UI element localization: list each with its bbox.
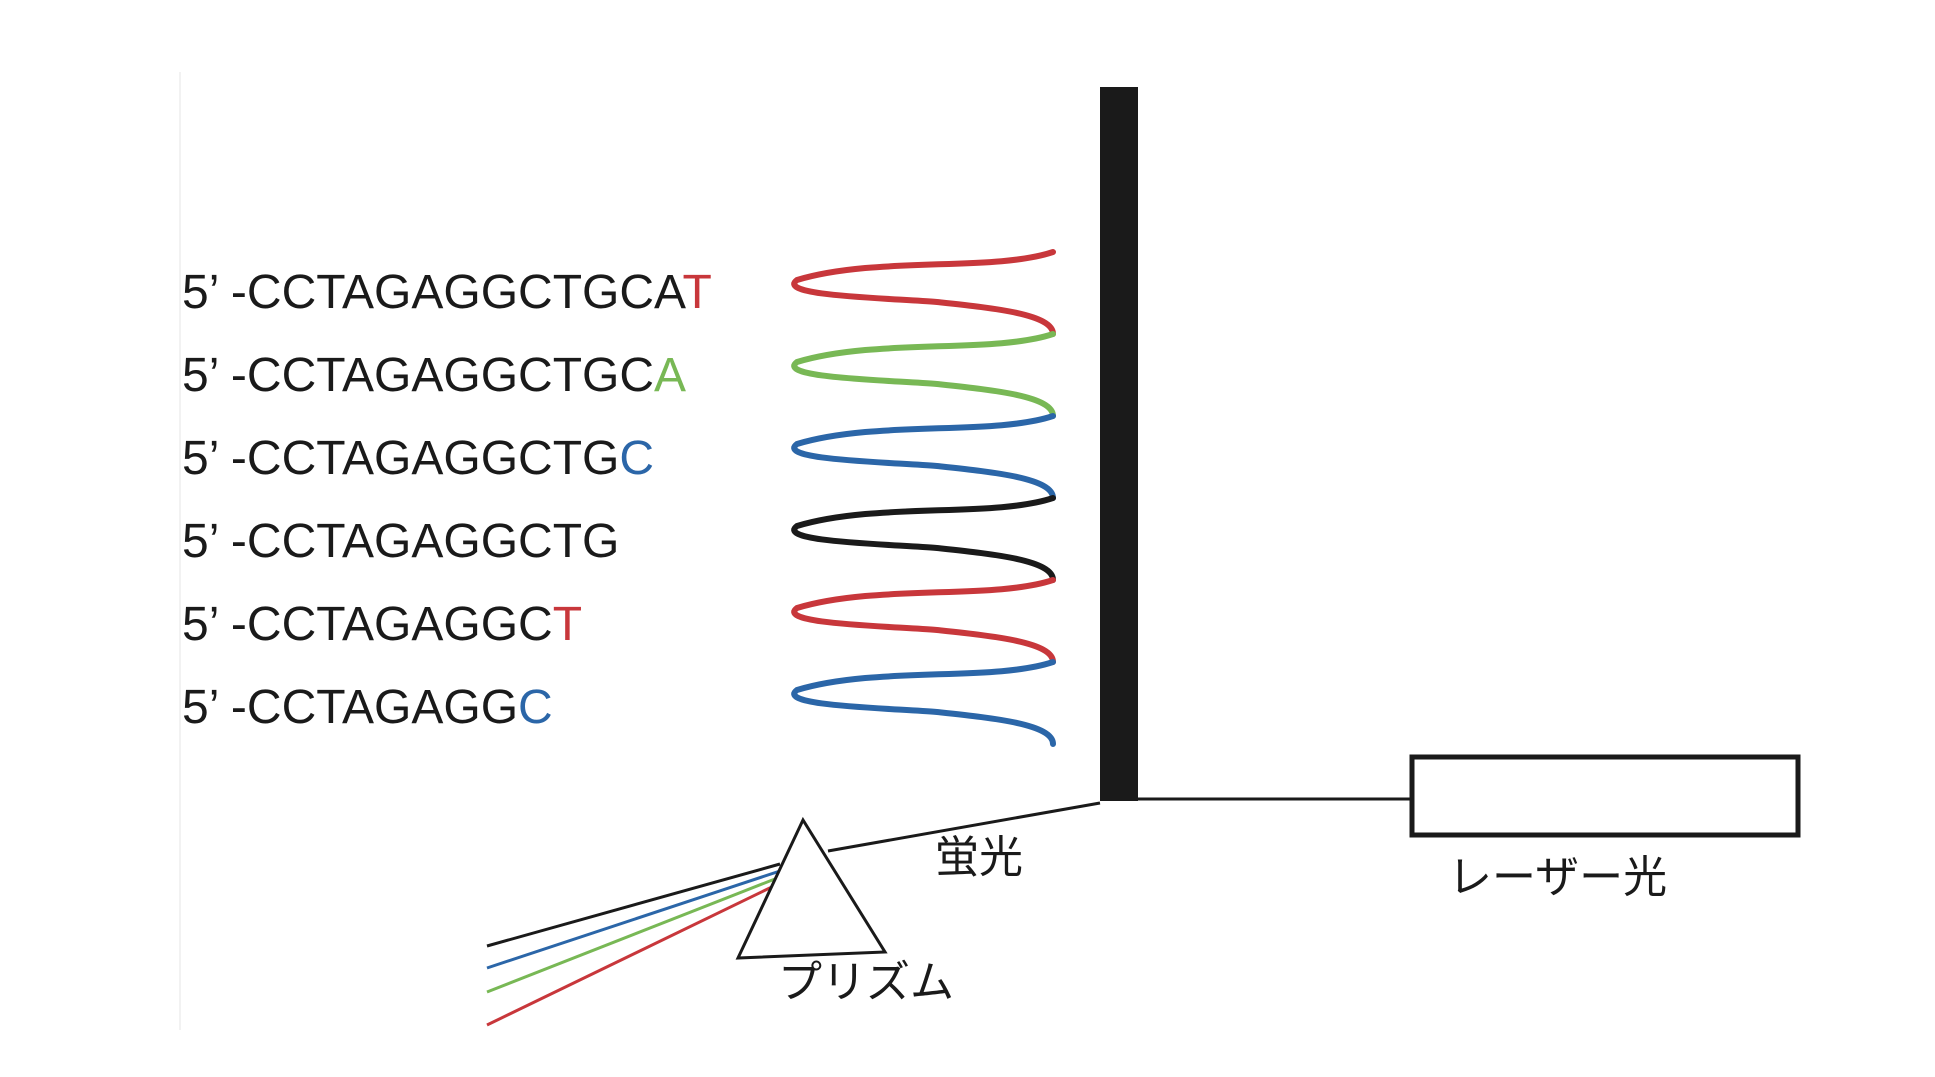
sequence-row: 5’ -CCTAGAGGC	[182, 681, 553, 734]
wave-segment	[791, 249, 1056, 337]
prism-label: プリズム	[778, 957, 954, 1008]
sequence-prefix: 5’ -CCTAGAGGC	[182, 598, 553, 651]
sequence-prefix: 5’ -CCTAGAGG	[182, 681, 518, 734]
sequence-last-base: A	[654, 349, 686, 402]
wave-segment	[791, 413, 1056, 501]
sequence-row: 5’ -CCTAGAGGCT	[182, 598, 582, 651]
sequence-last-base: G	[582, 515, 619, 568]
capillary-column	[1100, 87, 1138, 801]
sequence-row: 5’ -CCTAGAGGCTG	[182, 515, 619, 568]
wave-segment	[791, 331, 1056, 419]
sequence-prefix: 5’ -CCTAGAGGCTGCA	[182, 266, 686, 319]
sequence-row: 5’ -CCTAGAGGCTGCAT	[182, 266, 712, 319]
sequence-last-base: T	[682, 266, 711, 319]
sequence-last-base: C	[619, 432, 654, 485]
green-ray	[486, 875, 781, 994]
sequence-prefix: 5’ -CCTAGAGGCTG	[182, 432, 619, 485]
sequence-row: 5’ -CCTAGAGGCTGC	[182, 432, 654, 485]
fluorescence-label: 蛍光	[935, 832, 1023, 883]
sequence-last-base: T	[553, 598, 582, 651]
wave-segment	[791, 495, 1056, 583]
sequence-last-base: C	[518, 681, 553, 734]
red-ray	[486, 881, 781, 1027]
sequence-prefix: 5’ -CCTAGAGGCT	[182, 515, 582, 568]
blue-ray	[486, 869, 781, 970]
sequence-row: 5’ -CCTAGAGGCTGCA	[182, 349, 686, 402]
black-ray	[486, 862, 781, 948]
laser-source-box	[1409, 754, 1801, 838]
sequence-prefix: 5’ -CCTAGAGGCTGC	[182, 349, 654, 402]
prism-icon	[735, 816, 888, 960]
dispersed-rays	[486, 862, 781, 1027]
laser-label: レーザー光	[1448, 852, 1667, 903]
wave-segment	[791, 577, 1056, 665]
fluorescence-wave	[791, 249, 1056, 747]
fluorescence-ray-line	[827, 801, 1101, 853]
wave-segment	[791, 659, 1056, 747]
